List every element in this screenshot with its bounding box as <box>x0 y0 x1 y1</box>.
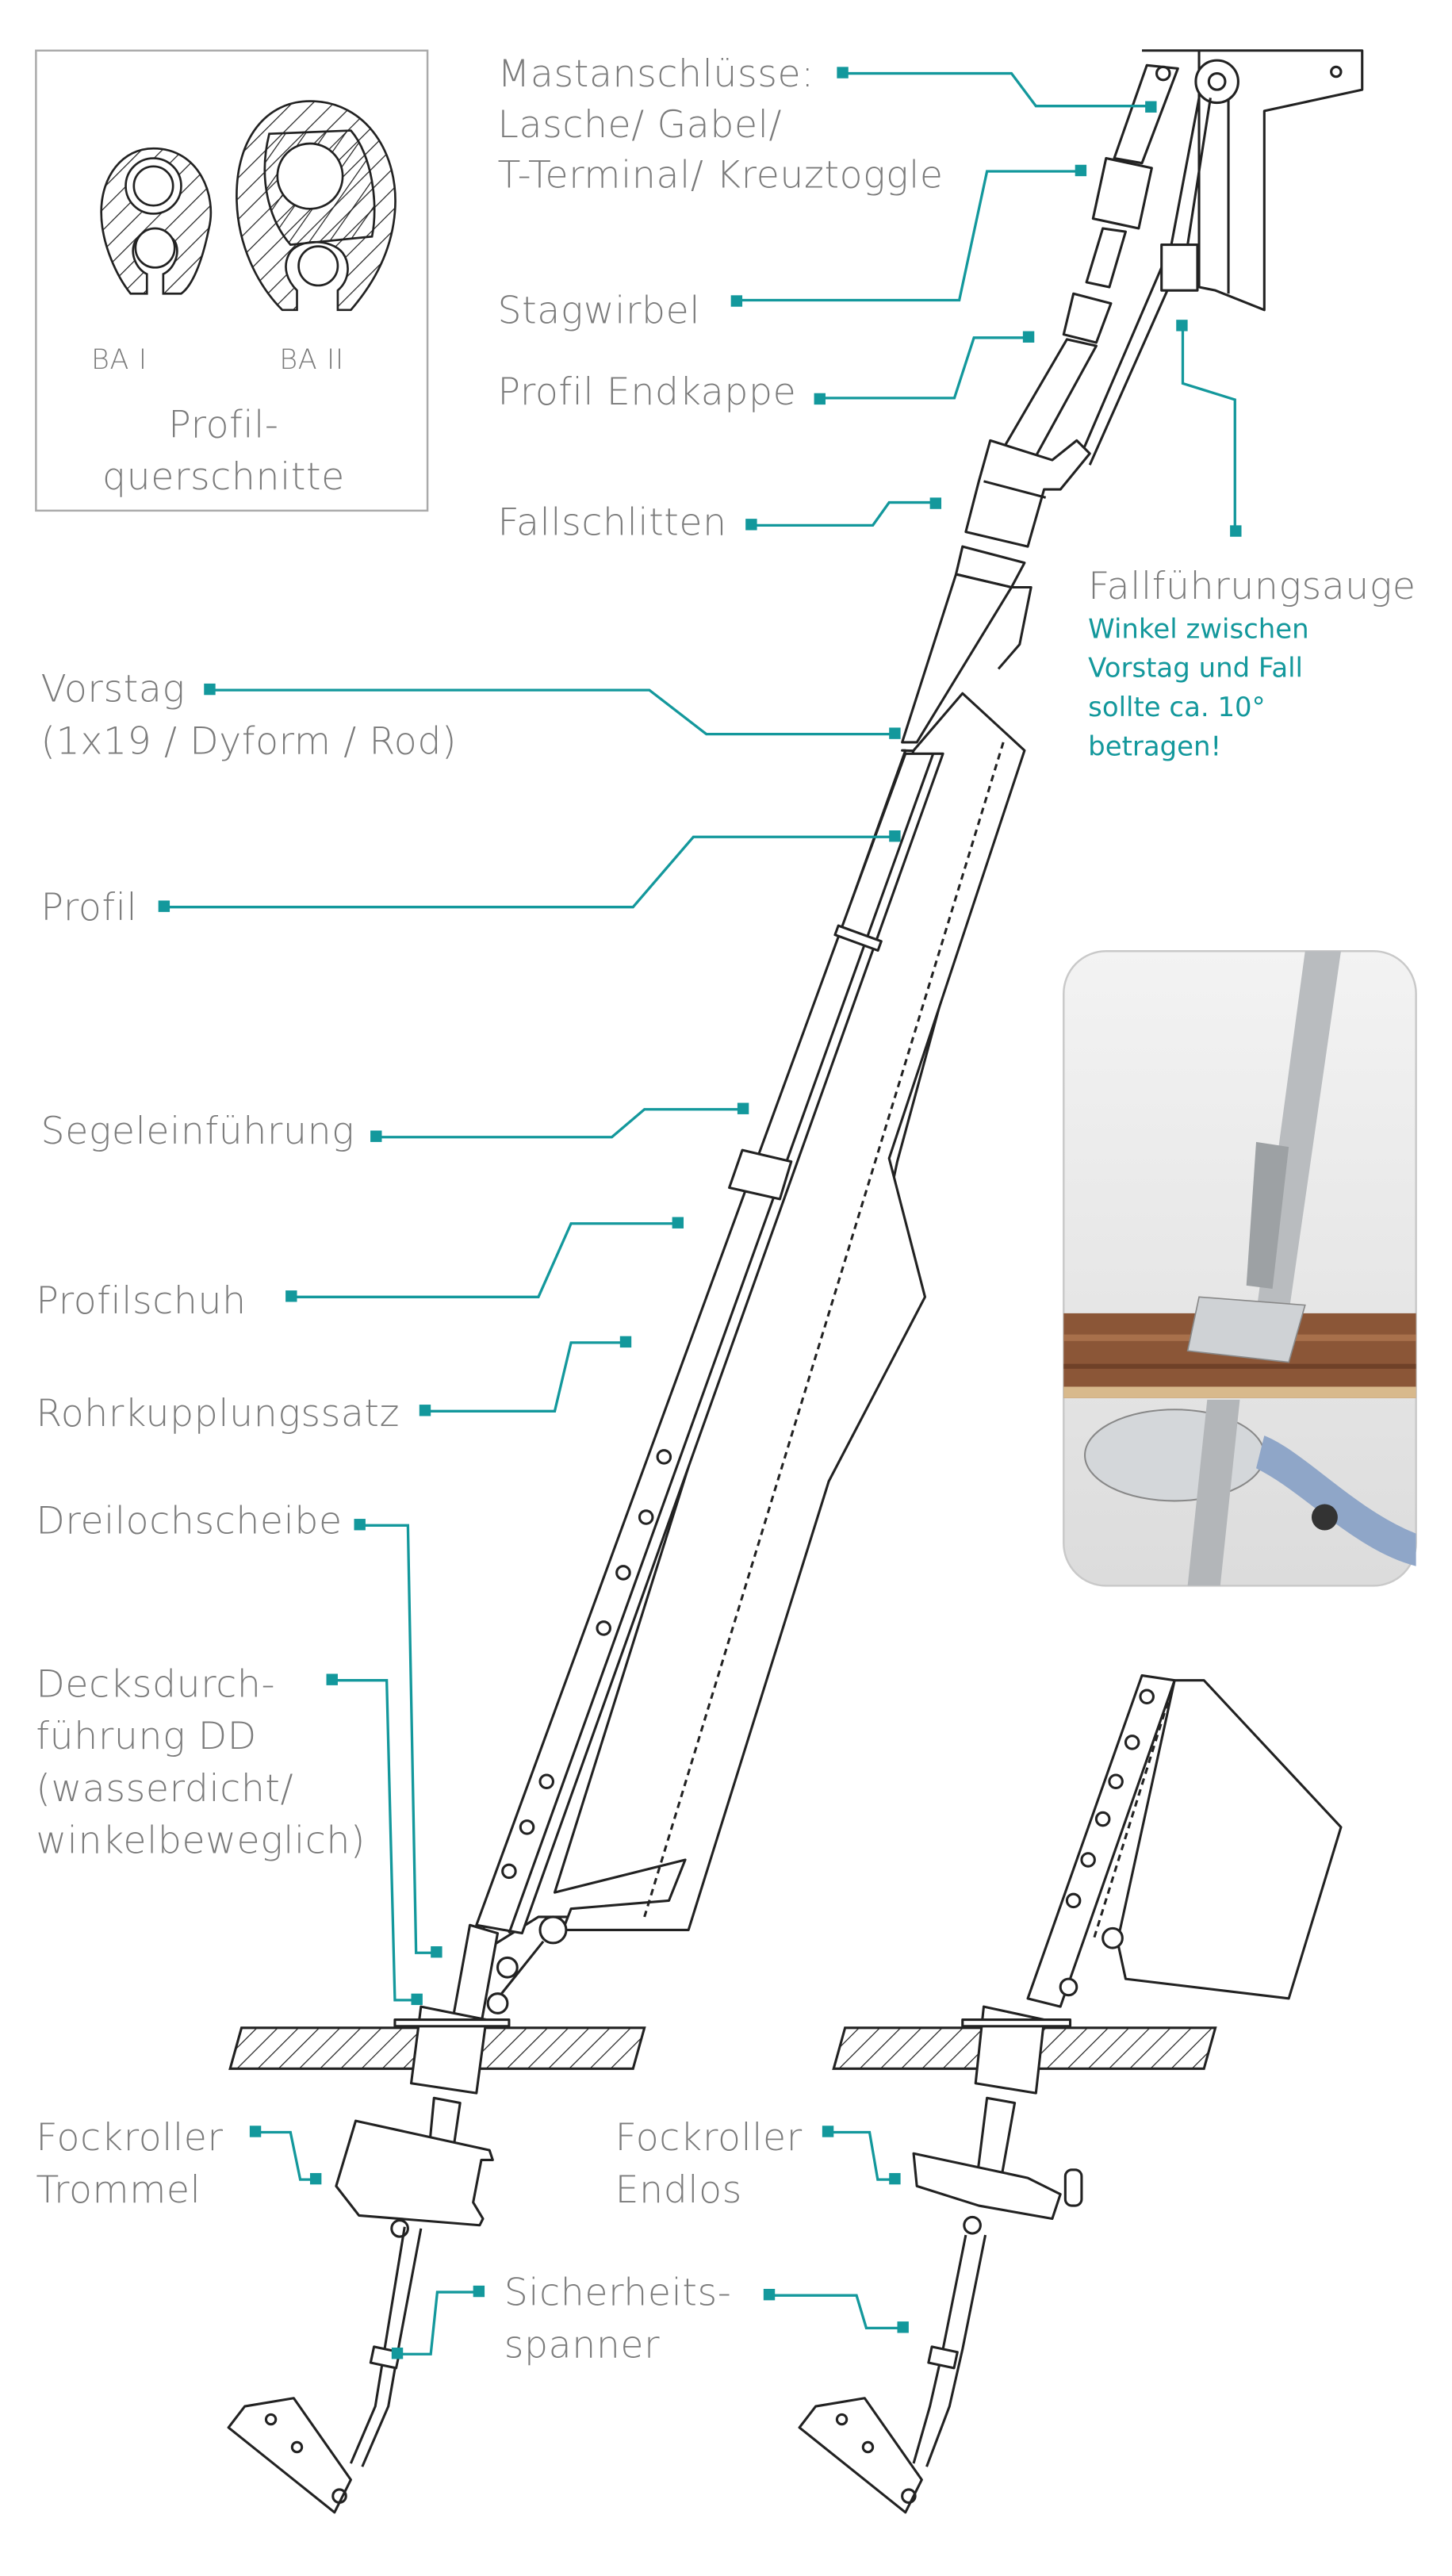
label-swivel: Stagwirbel <box>498 289 701 332</box>
ba1-label: BA I <box>91 344 147 376</box>
label-coupling: Rohrkupplungssatz <box>36 1392 400 1436</box>
furler-drum-left <box>335 2119 494 2227</box>
label-mast-line2: Lasche/ Gabel/ <box>498 103 783 147</box>
cross-section-title-line2: querschnitte <box>102 455 345 499</box>
ba2-cross-section-icon <box>236 100 397 312</box>
ba1-cross-section-icon <box>100 147 213 295</box>
label-halyard-car: Fallschlitten <box>498 501 727 545</box>
halyard-note-line3: sollte ca. 10° <box>1088 692 1265 723</box>
label-endcap: Profil Endkappe <box>498 370 797 414</box>
label-deck-feed-line3: (wasserdicht/ <box>36 1767 293 1811</box>
coupling-holes-right <box>1065 1689 1155 1909</box>
label-deck-feed-line4: winkelbeweglich) <box>36 1819 366 1863</box>
product-photo <box>1063 949 1417 1587</box>
label-safety-line2: spanner <box>504 2323 660 2367</box>
furler-endless-right <box>912 2152 1062 2221</box>
label-safety-line1: Sicherheits- <box>504 2271 732 2315</box>
label-endless-line2: Endlos <box>615 2168 742 2212</box>
label-endless-line1: Fockroller <box>615 2116 803 2160</box>
label-drum-line2: Trommel <box>36 2168 201 2212</box>
label-mast-line1: Mastanschlüsse: <box>498 52 814 96</box>
main-furler-drawing <box>227 49 1364 2514</box>
label-forestay-line2: (1x19 / Dyform / Rod) <box>41 719 458 763</box>
label-deck-feed-line1: Decksdurch- <box>36 1662 275 1706</box>
label-profile-shoe: Profilschuh <box>36 1279 246 1323</box>
label-mast-line3: T-Terminal/ Kreuztoggle <box>498 154 944 197</box>
label-feeder: Segeleinführung <box>41 1110 355 1153</box>
halyard-note-line4: betragen! <box>1088 730 1221 762</box>
label-profile: Profil <box>41 886 138 930</box>
label-halyard-eye: Fallführungsauge <box>1088 565 1416 608</box>
label-three-hole-disc: Dreilochscheibe <box>36 1500 342 1543</box>
ba2-label: BA II <box>279 344 344 376</box>
halyard-note-line2: Vorstag und Fall <box>1088 653 1303 684</box>
label-forestay-line1: Vorstag <box>41 668 186 711</box>
label-deck-feed-line2: führung DD <box>36 1715 256 1758</box>
label-drum-line1: Fockroller <box>36 2116 223 2160</box>
cross-section-panel: BA I BA II Profil- querschnitte <box>35 49 429 512</box>
coupling-holes <box>501 1449 672 1880</box>
cross-section-title-line1: Profil- <box>168 403 278 447</box>
halyard-note-line1: Winkel zwischen <box>1088 613 1309 645</box>
callouts: Mastanschlüsse: Lasche/ Gabel/ T-Termina… <box>36 52 1416 2367</box>
